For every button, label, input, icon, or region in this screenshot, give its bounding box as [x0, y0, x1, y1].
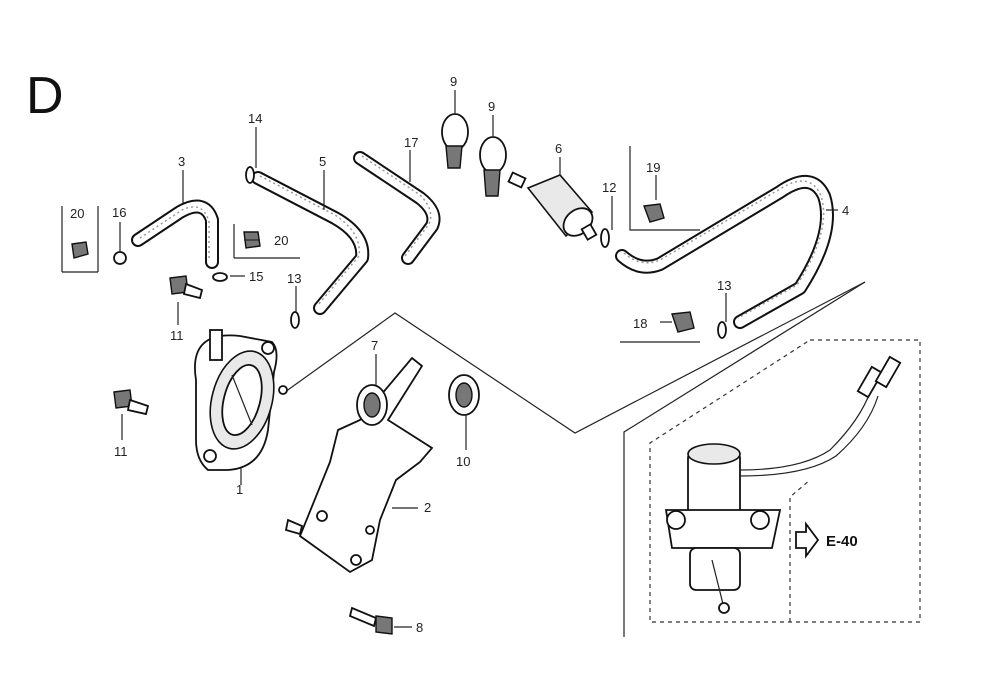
callout-9-left: 9	[450, 74, 457, 89]
tube-3	[131, 199, 219, 269]
fuel-pump-1	[194, 329, 288, 471]
callout-12: 12	[602, 180, 616, 195]
section-letter: D	[26, 67, 64, 125]
callout-19: 19	[646, 160, 660, 175]
ring-14	[245, 166, 255, 184]
callout-11-upper: 11	[170, 328, 184, 343]
callout-9-right: 9	[488, 99, 495, 114]
callout-3: 3	[178, 154, 185, 169]
callout-4: 4	[842, 203, 849, 218]
callout-16: 16	[112, 205, 126, 220]
clamp-9-left	[441, 113, 469, 169]
bolt-8	[348, 606, 393, 635]
tube-4	[615, 175, 834, 329]
clip-19	[643, 203, 665, 223]
callout-labels: 1 2 3 4 5 6 7 8 9 9 10 11 11 12 13 13 14…	[70, 74, 849, 635]
view-boundary-line	[284, 281, 866, 434]
leader-lines	[61, 90, 838, 628]
reference-arrow-icon	[795, 521, 820, 559]
bolt-11-lower	[113, 389, 150, 416]
callout-13-right: 13	[717, 278, 731, 293]
bracket-2	[284, 356, 434, 574]
callout-2: 2	[424, 500, 431, 515]
callout-17: 17	[404, 135, 418, 150]
cross-reference-label: E-40	[826, 533, 858, 550]
clamp-9-right	[479, 136, 507, 197]
electric-pump-assembly	[664, 355, 902, 614]
inset-dashed-box	[649, 339, 921, 623]
bolt-11-upper	[169, 275, 204, 300]
callout-20-left: 20	[70, 206, 84, 221]
ring-13b	[717, 321, 727, 339]
callout-18: 18	[633, 316, 647, 331]
ring-16	[113, 251, 127, 265]
clip-18	[671, 311, 695, 333]
callout-14: 14	[248, 111, 262, 126]
callout-5: 5	[319, 154, 326, 169]
callout-1: 1	[236, 482, 243, 497]
inset-frame-line	[623, 281, 866, 637]
callout-10: 10	[456, 454, 470, 469]
ring-13a	[290, 311, 300, 329]
callout-8: 8	[416, 620, 423, 635]
callout-11-lower: 11	[114, 444, 128, 459]
callout-13-left: 13	[287, 271, 301, 286]
callout-6: 6	[555, 141, 562, 156]
grommet-10	[448, 374, 480, 416]
callout-20-mid: 20	[274, 233, 288, 248]
grommet-7	[356, 384, 388, 426]
callout-15: 15	[249, 269, 263, 284]
ring-15	[212, 272, 228, 282]
clip-20a	[71, 241, 89, 259]
tube-17	[353, 151, 441, 265]
ring-12	[600, 228, 610, 248]
fuel-filter-6	[507, 171, 598, 241]
tube-5	[251, 171, 370, 315]
inset-dashed-divider	[789, 479, 811, 622]
callout-7: 7	[371, 338, 378, 353]
